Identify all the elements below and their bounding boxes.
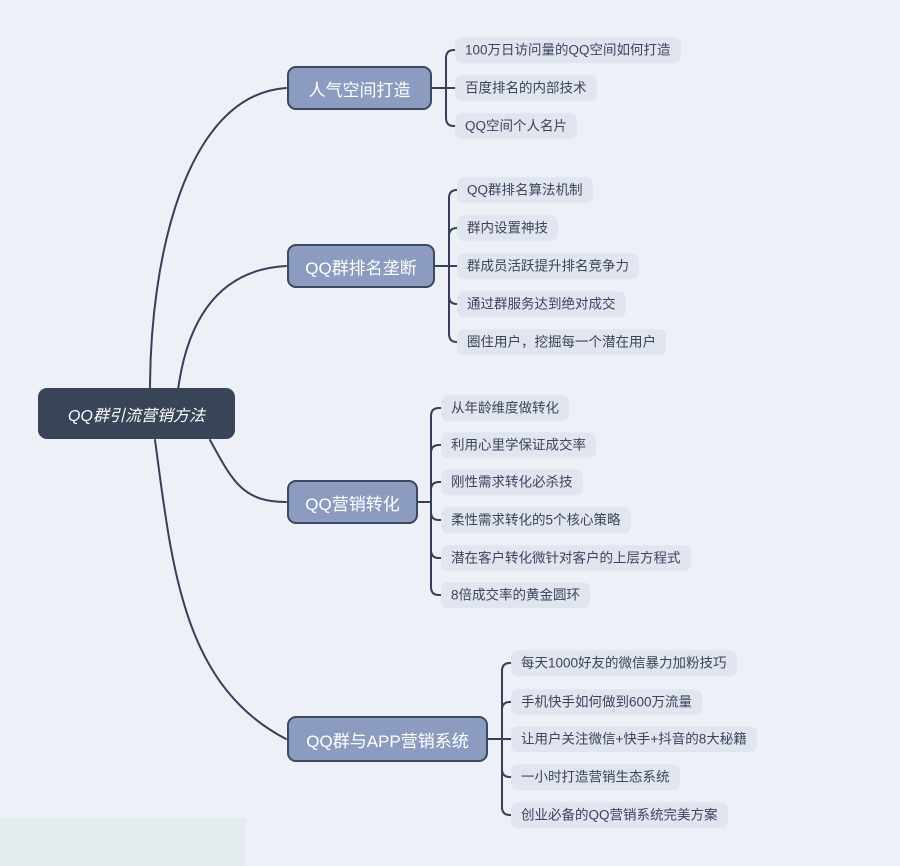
leaf-node[interactable]: 利用心里学保证成交率 <box>441 432 596 458</box>
branch-node-popular-space[interactable]: 人气空间打造 <box>287 66 432 110</box>
watermark-area <box>0 818 246 866</box>
leaf-node[interactable]: 百度排名的内部技术 <box>455 75 597 101</box>
branch-node-qq-group-app-system[interactable]: QQ群与APP营销系统 <box>287 716 488 762</box>
edge-root-branch2 <box>177 265 287 391</box>
leaf-node[interactable]: 柔性需求转化的5个核心策略 <box>441 507 631 533</box>
leaf-node[interactable]: 手机快手如何做到600万流量 <box>511 689 703 715</box>
leaf-node[interactable]: 群成员活跃提升排名竞争力 <box>457 253 639 279</box>
leaf-node[interactable]: 100万日访问量的QQ空间如何打造 <box>455 37 681 63</box>
leaf-node[interactable]: 8倍成交率的黄金圆环 <box>441 582 591 608</box>
leaf-node[interactable]: 通过群服务达到绝对成交 <box>457 291 626 317</box>
leaf-node[interactable]: 创业必备的QQ营销系统完美方案 <box>511 802 728 828</box>
leaf-node[interactable]: QQ空间个人名片 <box>455 113 578 139</box>
leaf-node[interactable]: 每天1000好友的微信暴力加粉技巧 <box>511 650 737 676</box>
leaf-node[interactable]: 圈住用户，挖掘每一个潜在用户 <box>457 329 666 355</box>
edge-root-branch3 <box>209 439 287 503</box>
edge-root-branch1 <box>149 87 287 391</box>
leaf-node[interactable]: 从年龄维度做转化 <box>441 395 569 421</box>
leaf-node[interactable]: 让用户关注微信+快手+抖音的8大秘籍 <box>511 726 757 752</box>
leaf-node[interactable]: 刚性需求转化必杀技 <box>441 469 583 495</box>
leaf-node[interactable]: 潜在客户转化微针对客户的上层方程式 <box>441 545 691 571</box>
leaf-node[interactable]: 群内设置神技 <box>457 215 558 241</box>
edge-root-branch4 <box>154 439 287 740</box>
branch-node-qq-marketing-conversion[interactable]: QQ营销转化 <box>287 480 418 524</box>
leaf-node[interactable]: 一小时打造营销生态系统 <box>511 764 680 790</box>
branch-node-qq-group-ranking[interactable]: QQ群排名垄断 <box>287 244 435 288</box>
leaf-node[interactable]: QQ群排名算法机制 <box>457 177 593 203</box>
root-node[interactable]: QQ群引流营销方法 <box>38 388 235 439</box>
